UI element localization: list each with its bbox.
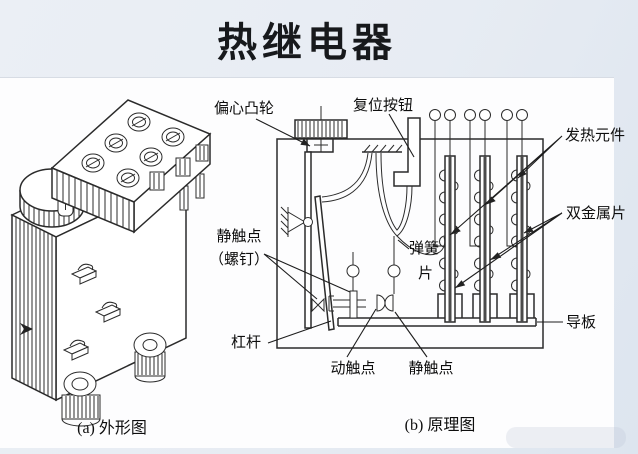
- eccentric-cam: [294, 106, 348, 153]
- spring-left-branch: [321, 152, 373, 203]
- contact-hanger: [387, 264, 401, 278]
- label-spring-2: 片: [418, 265, 433, 282]
- pointer-arrow-icon: [20, 323, 33, 335]
- label-static-contact-screw-1: 静触点: [216, 228, 261, 245]
- block-side-ribs: [56, 170, 130, 230]
- heater-coil: [511, 169, 518, 292]
- pivot-support: [280, 206, 313, 237]
- bimetal-seam: [483, 156, 487, 322]
- pivot-pin: [303, 217, 313, 227]
- wire-clip: [62, 339, 90, 361]
- caption-schematic: (b) 原理图: [405, 417, 476, 434]
- terminal-circle: [464, 109, 476, 121]
- terminal-circle: [479, 109, 491, 121]
- spring-piece-arc: [396, 235, 446, 256]
- terminal-circle: [501, 109, 513, 121]
- caption-appearance: (a) 外形图: [77, 419, 147, 437]
- heater-coil: [474, 169, 481, 292]
- label-static-contact-screw-2: （螺钉）: [209, 251, 269, 268]
- bimetal-strips: [439, 155, 531, 323]
- spring-assembly: [321, 144, 446, 256]
- mounting-foot-right: [133, 332, 167, 383]
- support-bar: [304, 151, 312, 329]
- page-title: 热继电器: [217, 20, 397, 65]
- label-spring-1: 弹簧: [409, 240, 439, 257]
- label-heating-element: 发热元件: [565, 127, 625, 144]
- wire-clip: [70, 263, 98, 285]
- reset-button-shape: [393, 117, 421, 187]
- appearance-diagram: [10, 99, 212, 427]
- terminal-circle: [516, 109, 528, 121]
- contact-hanger: [346, 264, 360, 278]
- block-clamp-tabs: [149, 144, 209, 191]
- static-contact-shape: [384, 294, 394, 312]
- bimetal-seam: [448, 156, 452, 322]
- heater-coil: [439, 169, 446, 292]
- terminal-circle: [429, 109, 441, 121]
- watermark: [506, 427, 626, 448]
- screw-plate: [349, 290, 358, 319]
- moving-contact-shape: [376, 294, 386, 312]
- spring-v-branch: [375, 152, 413, 237]
- label-lever: 杠杆: [231, 334, 261, 351]
- leader-lines: [255, 113, 563, 358]
- label-reset-button: 复位按钮: [353, 96, 413, 114]
- label-guide-plate: 导板: [566, 313, 596, 331]
- post-rib: [183, 175, 201, 209]
- label-moving-contact: 动触点: [330, 360, 375, 377]
- terminal-circle: [444, 109, 456, 121]
- terminal-screws: [81, 112, 185, 188]
- wire-clip: [94, 301, 122, 323]
- mounting-foot-left: [61, 371, 101, 427]
- label-eccentric-cam: 偏心凸轮: [214, 100, 274, 117]
- terminals: [429, 109, 528, 247]
- contact-assembly: [311, 236, 401, 319]
- left-face-ribs: [15, 217, 53, 398]
- heater-coil-back: [489, 181, 494, 279]
- label-static-contact: 静触点: [408, 360, 453, 377]
- guide-plate: [337, 293, 537, 327]
- relay-body-left-face: [11, 213, 57, 402]
- label-bimetal-strip: 双金属片: [566, 205, 626, 222]
- title-band: 热继电器: [0, 0, 614, 77]
- schematic-diagram: 偏心凸轮 复位按钮 发热元件 双金属片 静触点 （螺钉） 弹簧 片 杠杆 动触点…: [209, 96, 626, 377]
